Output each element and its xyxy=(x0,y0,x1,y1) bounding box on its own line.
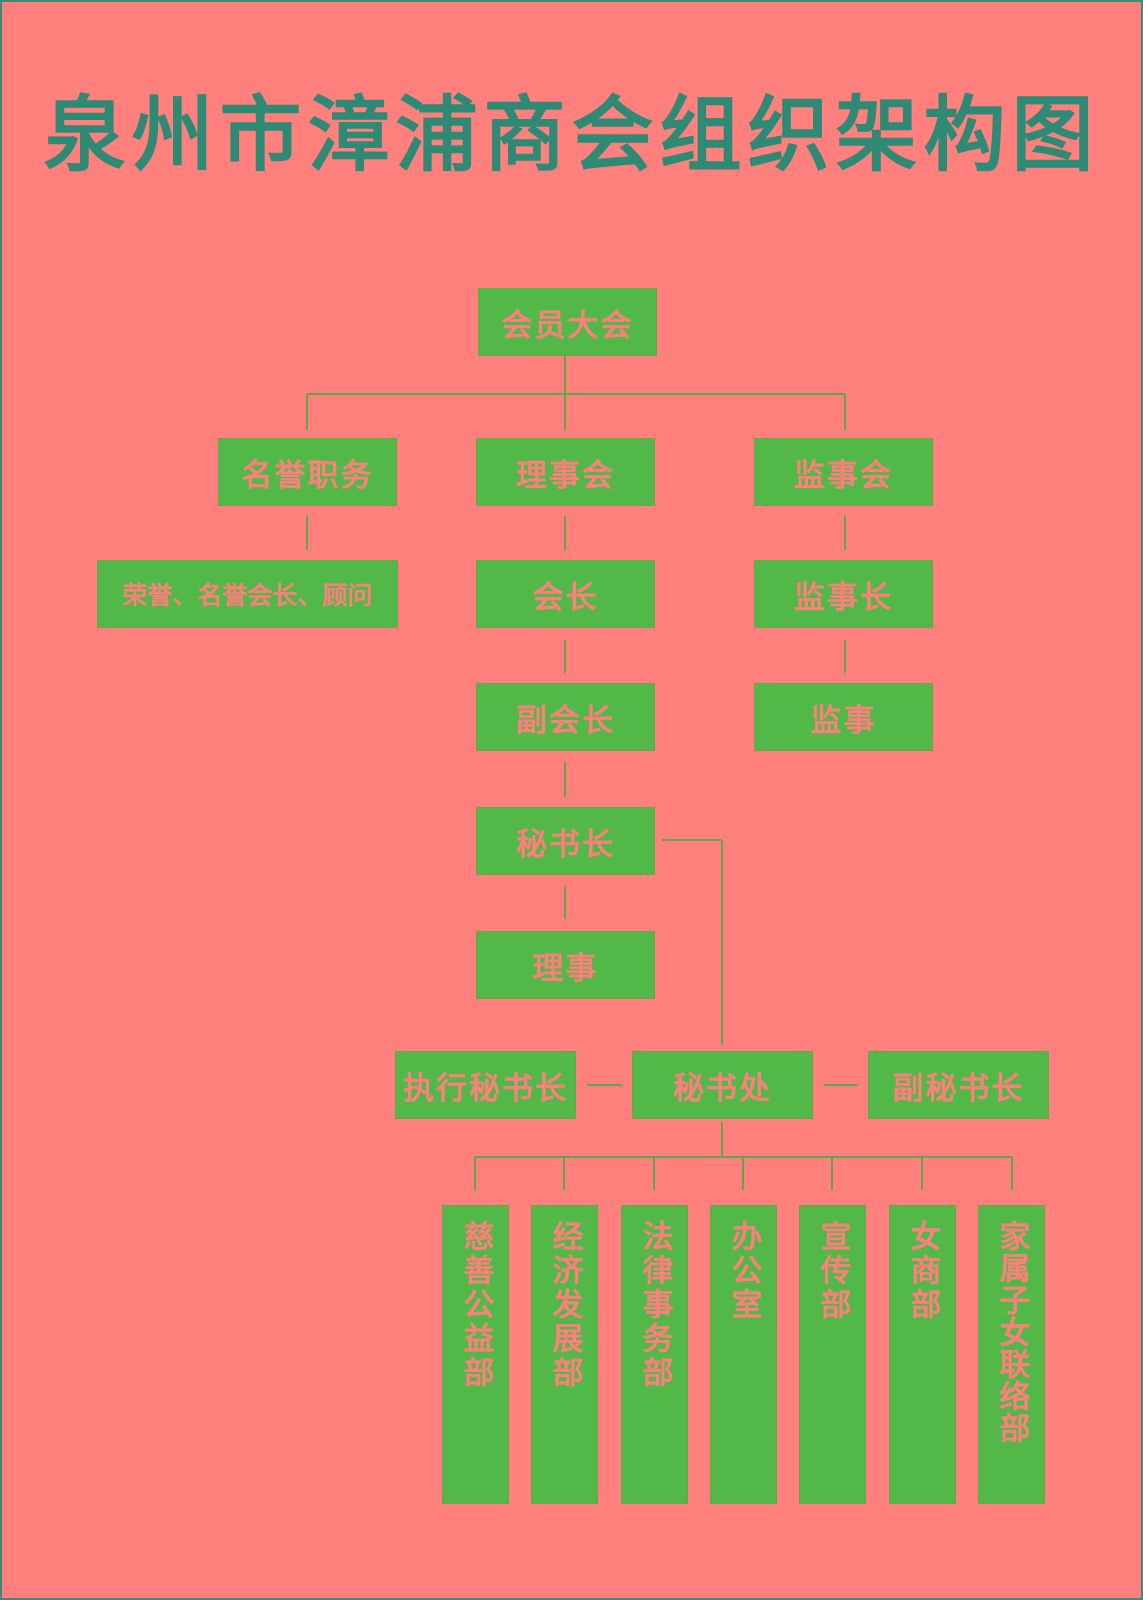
department-box: 法律事务部 xyxy=(621,1205,688,1504)
node-supervisory-board: 监事会 xyxy=(754,438,933,506)
node-council: 理事会 xyxy=(476,438,655,506)
node-honorary-roles: 荣誉、名誉会长、顾问 xyxy=(97,560,398,628)
node-vice-president: 副会长 xyxy=(476,683,655,751)
department-box: 经济发展部 xyxy=(531,1205,598,1504)
department-box: 慈善公益部 xyxy=(442,1205,509,1504)
node-president: 会长 xyxy=(476,560,655,628)
department-box: 家属子女联络部 xyxy=(978,1205,1045,1504)
node-executive-secretary-general: 执行秘书长 xyxy=(395,1051,576,1119)
node-secretariat: 秘书处 xyxy=(632,1051,813,1119)
node-secretary-general: 秘书长 xyxy=(476,807,655,875)
node-deputy-secretary-general: 副秘书长 xyxy=(868,1051,1049,1119)
department-box: 办公室 xyxy=(710,1205,777,1504)
department-box: 宣传部 xyxy=(799,1205,866,1504)
node-chief-supervisor: 监事长 xyxy=(754,560,933,628)
node-honorary: 名誉职务 xyxy=(218,438,397,506)
department-box: 女商部 xyxy=(889,1205,956,1504)
node-director: 理事 xyxy=(476,931,655,999)
node-assembly: 会员大会 xyxy=(478,288,657,356)
chart-title: 泉州市漳浦商会组织架构图 xyxy=(43,88,1100,183)
node-supervisor: 监事 xyxy=(754,683,933,751)
